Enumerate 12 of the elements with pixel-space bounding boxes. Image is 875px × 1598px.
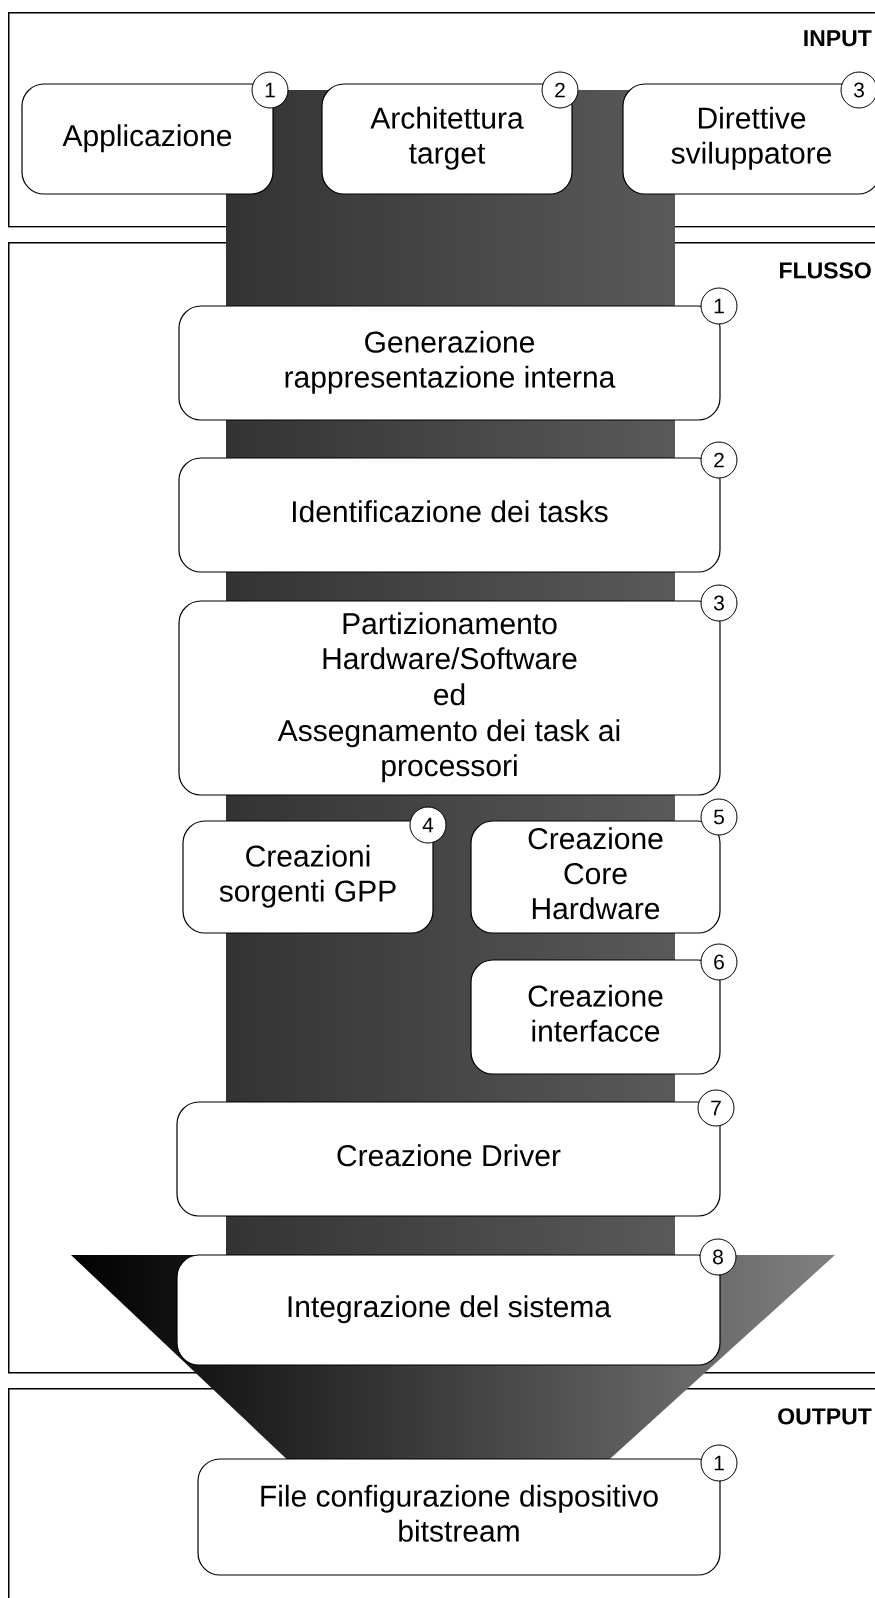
step-number: 2	[541, 71, 579, 109]
step-number: 1	[251, 71, 289, 109]
step-number: 6	[700, 943, 738, 981]
step-number: 8	[699, 1238, 737, 1276]
step-number: 3	[700, 584, 738, 622]
step-number: 7	[697, 1089, 735, 1127]
step-number: 1	[700, 287, 738, 325]
step-number: 2	[700, 441, 738, 479]
step-number: 3	[840, 71, 875, 109]
step-number: 4	[409, 806, 447, 844]
step-number: 5	[700, 798, 738, 836]
step-number: 1	[700, 1444, 738, 1482]
